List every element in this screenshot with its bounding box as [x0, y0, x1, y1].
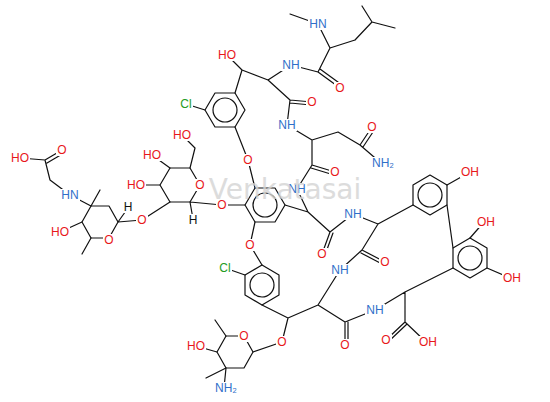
atom-label: NH [343, 208, 362, 220]
atom-label: OH [502, 272, 522, 284]
atom-label: NH [281, 59, 300, 71]
atom-label: O [242, 154, 253, 166]
atom-label: HO [126, 179, 146, 191]
atom-label: OH [418, 336, 438, 348]
atom-label: HO [142, 149, 162, 161]
atom-label: Cl [218, 262, 231, 274]
atom-label: O [194, 179, 205, 191]
atom-label: O [366, 121, 377, 133]
atom-label: H [188, 214, 199, 226]
aromatic-circle [418, 183, 442, 207]
atom-label: OH [476, 216, 496, 228]
atom-label: O [56, 144, 67, 156]
atom-label: NH [365, 304, 384, 316]
atom-label: O [244, 239, 255, 251]
aromatic-circle [250, 273, 274, 297]
atom-label: HO [217, 49, 237, 61]
atom-label: O [276, 336, 287, 348]
aromatic-ring [245, 265, 279, 305]
atom-label: O [103, 234, 114, 246]
atom-label: O [339, 339, 350, 351]
atom-label: O [316, 248, 327, 260]
atom-label: O [380, 334, 391, 346]
atom-label: O [334, 82, 345, 94]
atom-label: H [123, 201, 134, 213]
aromatic-ring [205, 93, 245, 127]
atom-label: HO [186, 340, 206, 352]
atom-label: O [238, 330, 249, 342]
atom-label: HN [308, 18, 327, 30]
atom-label: HO [10, 152, 30, 164]
atom-label: NH₂ [371, 157, 395, 169]
atom-label: O [379, 256, 390, 268]
atom-label: O [306, 96, 317, 108]
aromatic-ring [453, 238, 487, 278]
atom-label: HO [172, 129, 192, 141]
atom-label: NH₂ [214, 382, 238, 394]
aromatic-circle [458, 246, 482, 270]
atom-label: NH [330, 264, 349, 276]
aromatic-ring [413, 175, 447, 215]
bond-lines [20, 6, 510, 388]
atom-label: Cl [179, 98, 192, 110]
aromatic-circle [213, 98, 237, 122]
atom-label: O [136, 214, 147, 226]
atom-label: HO [50, 226, 70, 238]
watermark: Venkatasai [208, 176, 363, 204]
atom-label: HN [60, 189, 79, 201]
atom-label: NH [277, 119, 296, 131]
atom-label: OH [460, 166, 480, 178]
